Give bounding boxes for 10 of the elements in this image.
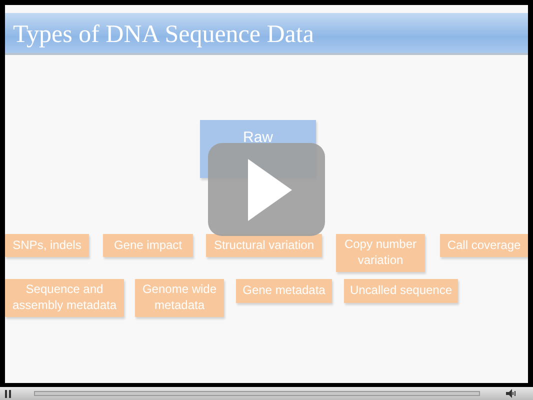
slide-title: Types of DNA Sequence Data: [13, 21, 314, 49]
data-type-box: SNPs, indels: [5, 234, 89, 257]
data-type-box: Copy number variation: [336, 234, 425, 272]
data-type-box: Sequence and assembly metadata: [5, 279, 124, 317]
data-type-box: Uncalled sequence: [344, 279, 458, 303]
data-type-box: Gene metadata: [236, 279, 332, 303]
data-type-box: Genome wide metadata: [135, 279, 224, 317]
data-type-box: Gene impact: [103, 234, 193, 257]
data-type-box: Structural variation: [206, 234, 322, 257]
data-type-box: Call coverage: [440, 234, 528, 257]
